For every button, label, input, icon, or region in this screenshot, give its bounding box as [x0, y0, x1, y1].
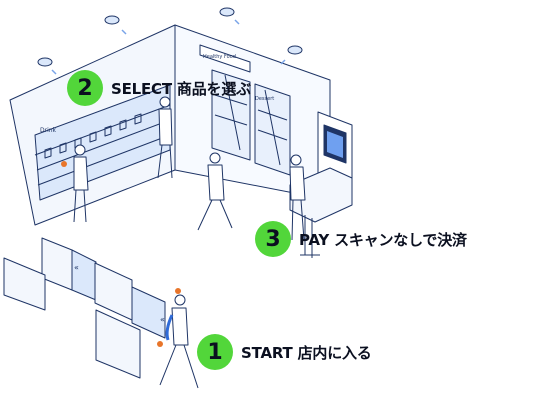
gate-front-right [95, 309, 141, 379]
camera-icon [37, 7, 303, 67]
gate-front-left [3, 257, 46, 311]
step-label: START 店内に入る [241, 343, 372, 362]
section-sign [199, 44, 251, 73]
step-number-badge: 1 [197, 334, 233, 370]
gate-right-back [131, 286, 166, 339]
shopper-figure [73, 96, 306, 389]
svg-text:«: « [160, 315, 165, 324]
step-number-badge: 3 [255, 221, 291, 257]
checkout-counter [289, 167, 353, 223]
svg-text:Dessert: Dessert [255, 96, 274, 102]
right-back-wall [174, 24, 331, 201]
svg-text:Healthy Food: Healthy Food [203, 54, 236, 60]
gate-mid [94, 262, 133, 321]
step-label: PAY スキャンなしで決済 [299, 230, 467, 249]
gate-back-mid [71, 249, 97, 301]
fridge-door-left [211, 69, 251, 161]
svg-text:Drink: Drink [40, 127, 57, 134]
svg-text:«: « [74, 263, 79, 272]
step-2: 2 SELECT 商品を選ぶ [67, 70, 251, 106]
step-3: 3 PAY スキャンなしで決済 [255, 221, 467, 257]
step-1: 1 START 店内に入る [197, 334, 372, 370]
step-label: SELECT 商品を選ぶ [111, 79, 251, 98]
gate-back-left [41, 237, 73, 291]
step-number-badge: 2 [67, 70, 103, 106]
